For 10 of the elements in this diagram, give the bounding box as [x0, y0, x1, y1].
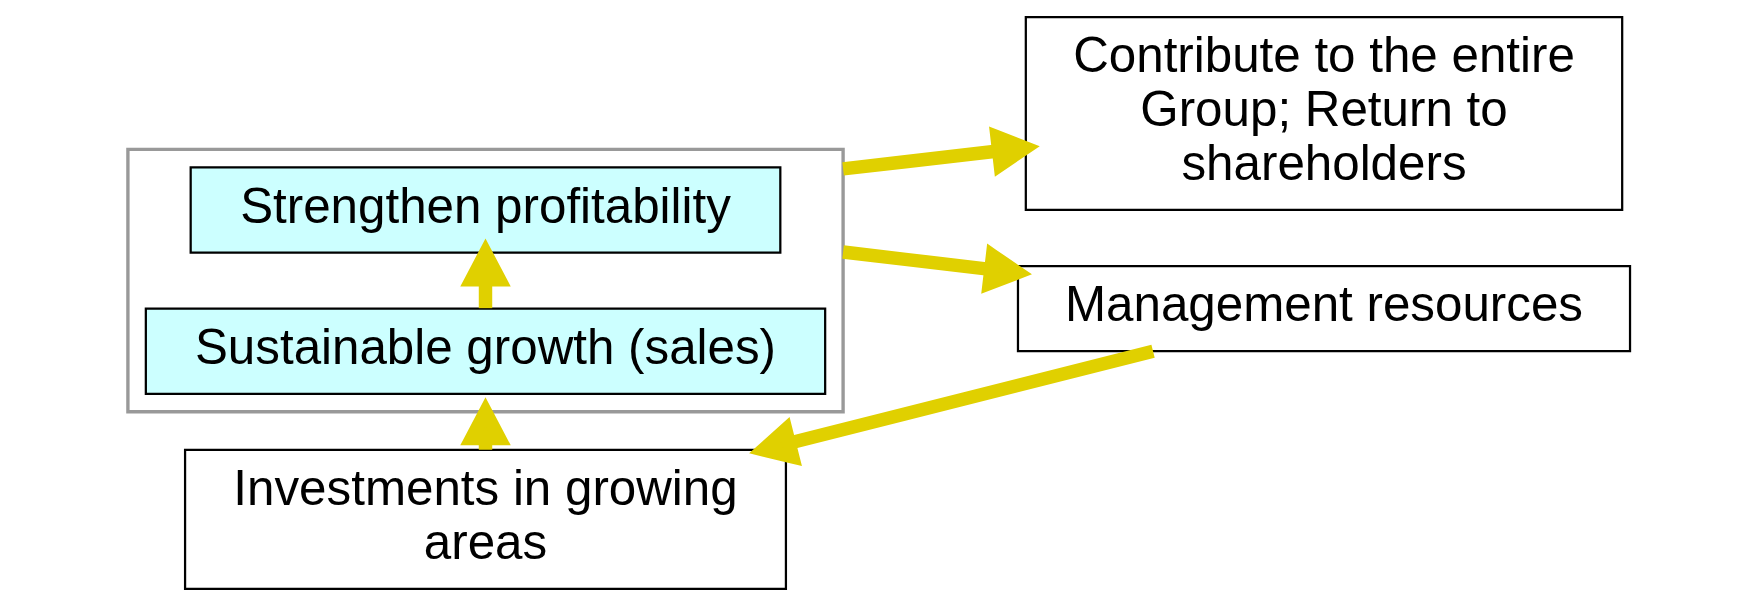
arrow: [460, 238, 511, 309]
cluster: [126, 147, 845, 414]
node-box: Contribute to the entire Group; Return to shareholders: [1024, 16, 1624, 212]
node-box: Sustainable growth (sales): [144, 307, 827, 395]
node-box: Management resources: [1016, 264, 1632, 353]
node-box: Investments in growing areas: [183, 448, 788, 590]
arrow: [749, 344, 1155, 466]
arrow: [842, 243, 1032, 294]
arrow: [842, 126, 1040, 177]
node-box: Strengthen profitability: [189, 166, 782, 254]
